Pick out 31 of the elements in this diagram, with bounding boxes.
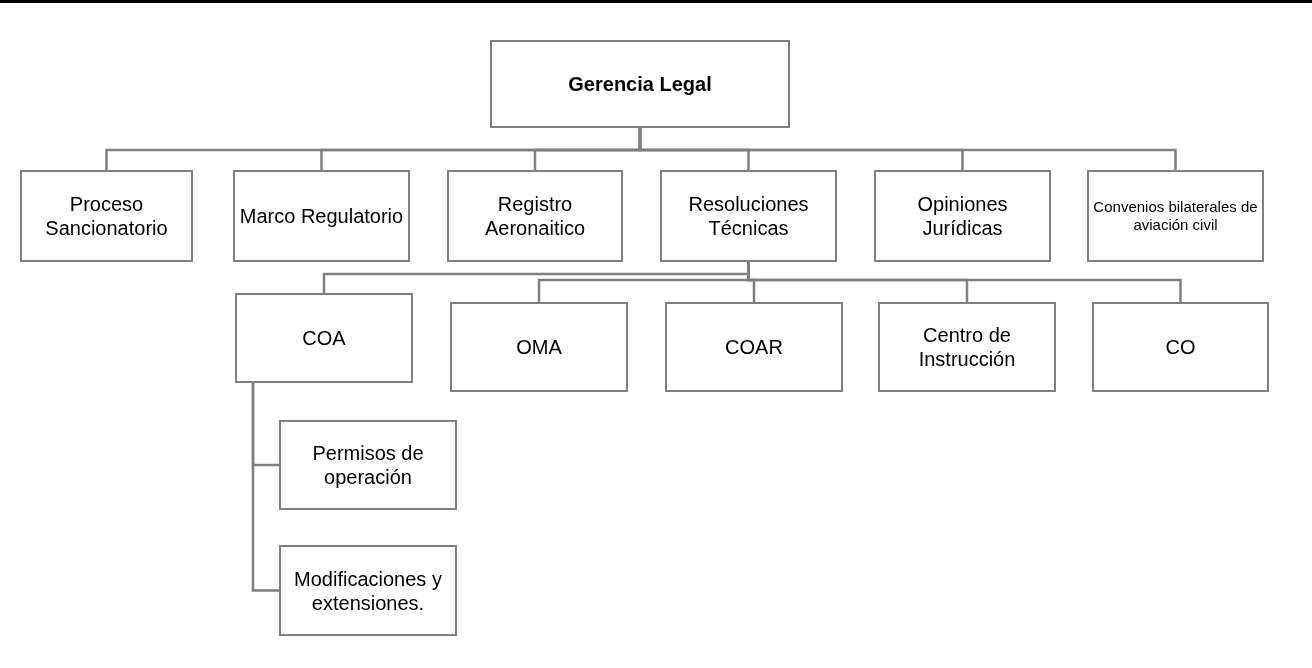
org-box <box>874 170 1051 262</box>
box-label: Permisos de operación <box>311 441 425 489</box>
org-box <box>447 170 623 262</box>
box-label: Gerencia Legal <box>568 72 712 96</box>
box-label: Registro Aeronaitico <box>483 192 587 240</box>
box-label: CO <box>1165 335 1196 359</box>
box-label: Resoluciones Técnicas <box>687 192 810 240</box>
box-label: COAR <box>725 335 783 359</box>
connector-line <box>638 128 1177 170</box>
box-label: Modificaciones y extensiones. <box>293 566 443 615</box>
org-box <box>660 170 837 262</box>
org-box <box>233 170 410 262</box>
org-box <box>1092 302 1269 392</box>
box-label: Convenios bilaterales de aviación civil <box>1092 198 1259 234</box>
org-box <box>490 40 790 128</box>
box-label: OMA <box>516 335 562 359</box>
box-label: Marco Regulatorio <box>239 204 404 228</box>
box-label: Centro de Instrucción <box>917 323 1017 371</box>
org-box <box>1087 170 1264 262</box>
org-box <box>235 293 413 383</box>
org-box <box>279 545 457 636</box>
org-box <box>665 302 843 392</box>
box-label: Proceso Sancionatorio <box>44 192 169 240</box>
box-label: COA <box>302 326 346 350</box>
connector-line <box>747 262 1182 302</box>
org-box <box>878 302 1056 392</box>
org-box <box>20 170 193 262</box>
box-label: Opiniones Jurídicas <box>916 192 1009 240</box>
org-box <box>450 302 628 392</box>
connector-line <box>251 383 279 592</box>
org-box <box>279 420 457 510</box>
